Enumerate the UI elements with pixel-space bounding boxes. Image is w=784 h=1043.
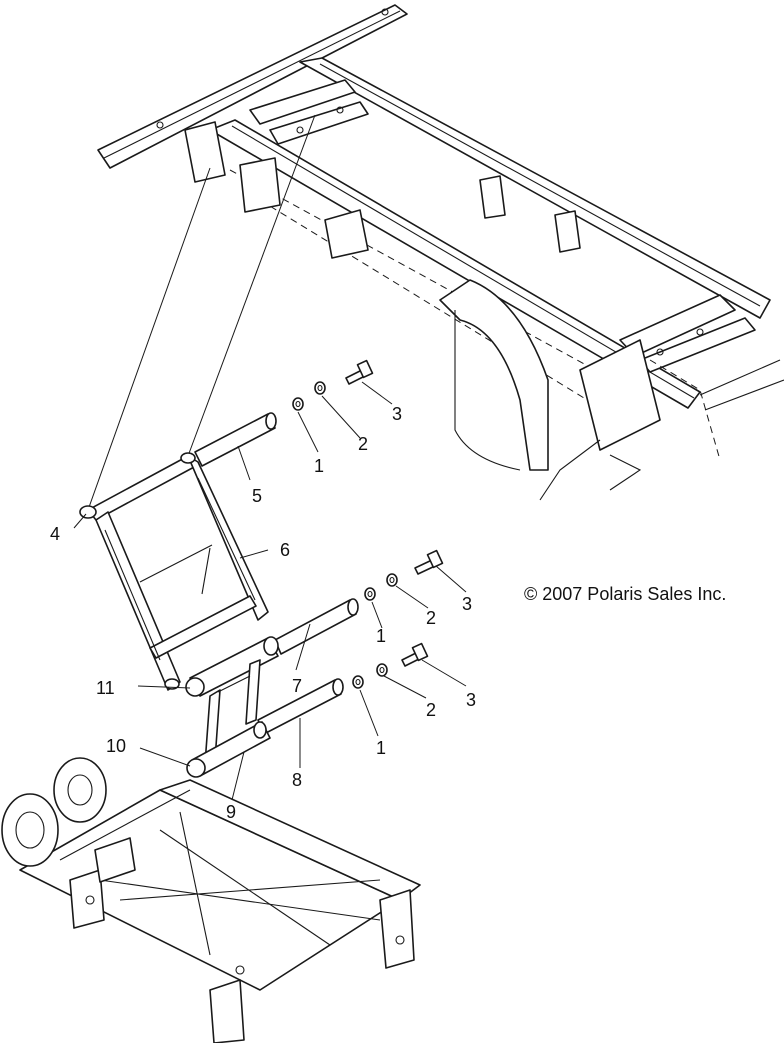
hardware-set-middle [364,549,444,601]
pivot-pin-7 [274,598,359,655]
pivot-pin-5 [194,412,277,467]
assembly-guide-lines [87,114,316,511]
hardware-set-upper [292,359,374,411]
callout-1-lower: 1 [376,738,386,758]
callout-9: 9 [226,802,236,822]
callout-1-upper: 1 [314,456,324,476]
callout-2-lower: 2 [426,700,436,720]
callout-4: 4 [50,524,60,544]
callout-labels: 4 5 6 1 2 3 1 2 3 7 11 2 3 1 10 8 9 [50,404,476,822]
callout-6: 6 [280,540,290,560]
callout-7: 7 [292,676,302,696]
callout-11: 11 [96,678,115,698]
callout-3-middle: 3 [462,594,472,614]
callout-10: 10 [106,736,126,756]
callout-1-middle: 1 [376,626,386,646]
hardware-set-lower [352,642,429,689]
lower-rail-frame [1,757,421,1043]
callout-3-lower: 3 [466,690,476,710]
callout-8: 8 [292,770,302,790]
copyright-notice: © 2007 Polaris Sales Inc. [524,584,726,604]
lower-torque-arm [185,636,279,778]
callout-2-upper: 2 [358,434,368,454]
callout-5: 5 [252,486,262,506]
callout-2-middle: 2 [426,608,436,628]
upper-torque-arm [79,452,269,691]
leader-lines [73,381,467,801]
callout-3-upper: 3 [392,404,402,424]
upper-chassis-frame [97,4,784,501]
